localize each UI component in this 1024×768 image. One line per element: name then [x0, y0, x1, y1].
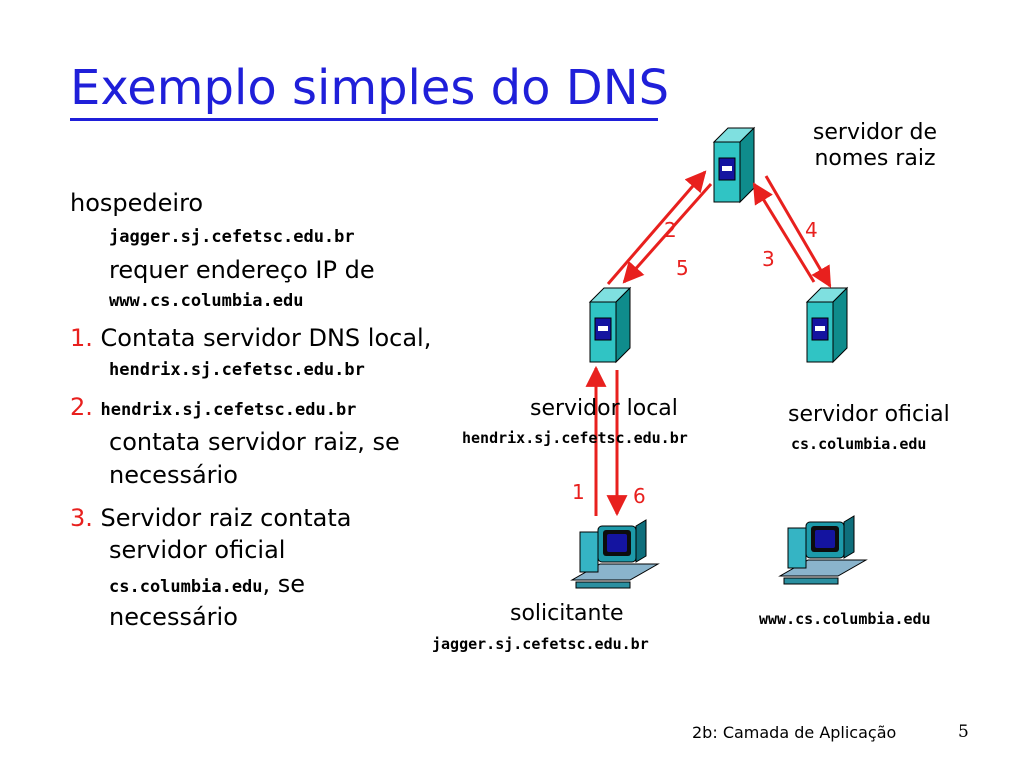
root-server-icon [713, 127, 755, 203]
requester-host: jagger.sj.cefetsc.edu.br [432, 635, 649, 653]
title-underline [70, 118, 658, 121]
step-1-host: hendrix.sj.cefetsc.edu.br [109, 360, 365, 380]
step-3-host-line: cs.columbia.edu, se [109, 569, 305, 602]
step-2-host: hendrix.sj.cefetsc.edu.br [100, 400, 357, 420]
host-label: hospedeiro [70, 189, 204, 217]
slide-title: Exemplo simples do DNS [70, 60, 670, 116]
step-3: 3. Servidor raiz contata [70, 503, 352, 533]
step-number-4: 4 [805, 218, 818, 242]
root-server-label: servidor de nomes raiz [812, 120, 938, 171]
requester-label: solicitante [510, 601, 624, 626]
requester-computer-icon [571, 519, 659, 589]
step-number-1: 1 [572, 480, 585, 504]
auth-server-label: servidor oficial [788, 402, 950, 427]
step-2-text-line2: necessário [109, 461, 238, 489]
arrow-2 [606, 170, 707, 285]
step-3-text-line3: necessário [109, 603, 238, 631]
local-server-host: hendrix.sj.cefetsc.edu.br [462, 429, 688, 447]
step-1-text: Contata servidor DNS local, [100, 324, 432, 352]
step-3-number: 3. [70, 504, 93, 532]
step-3-text-line2: servidor oficial [109, 536, 286, 564]
arrow-3 [752, 182, 816, 283]
page-number: 5 [958, 722, 969, 742]
step-number-2: 2 [664, 218, 677, 242]
step-2-number: 2. [70, 393, 93, 421]
step-2: 2. hendrix.sj.cefetsc.edu.br [70, 392, 356, 425]
request-text: requer endereço IP de [109, 256, 375, 284]
target-hostname: www.cs.columbia.edu [109, 291, 304, 311]
step-number-6: 6 [633, 484, 646, 508]
auth-server-host: cs.columbia.edu [791, 435, 927, 453]
step-1-number: 1. [70, 324, 93, 352]
auth-server-icon [806, 287, 848, 363]
step-1: 1. Contata servidor DNS local, [70, 323, 431, 353]
arrow-5 [622, 183, 713, 284]
step-2-text-line1: contata servidor raiz, se [109, 428, 400, 456]
step-number-3: 3 [762, 247, 775, 271]
local-server-icon [589, 287, 631, 363]
step-3-suffix: , se [262, 570, 306, 598]
target-computer-icon [779, 515, 867, 585]
message-arrows [585, 170, 832, 517]
target-host-label: www.cs.columbia.edu [759, 610, 931, 628]
local-server-label: servidor local [530, 396, 678, 421]
footer-chapter: 2b: Camada de Aplicação [692, 723, 897, 742]
step-number-5: 5 [676, 256, 689, 280]
host-name: jagger.sj.cefetsc.edu.br [109, 227, 355, 247]
step-3-host: cs.columbia.edu [109, 577, 263, 597]
step-3-text-line1: Servidor raiz contata [100, 504, 352, 532]
arrow-4 [764, 175, 832, 288]
